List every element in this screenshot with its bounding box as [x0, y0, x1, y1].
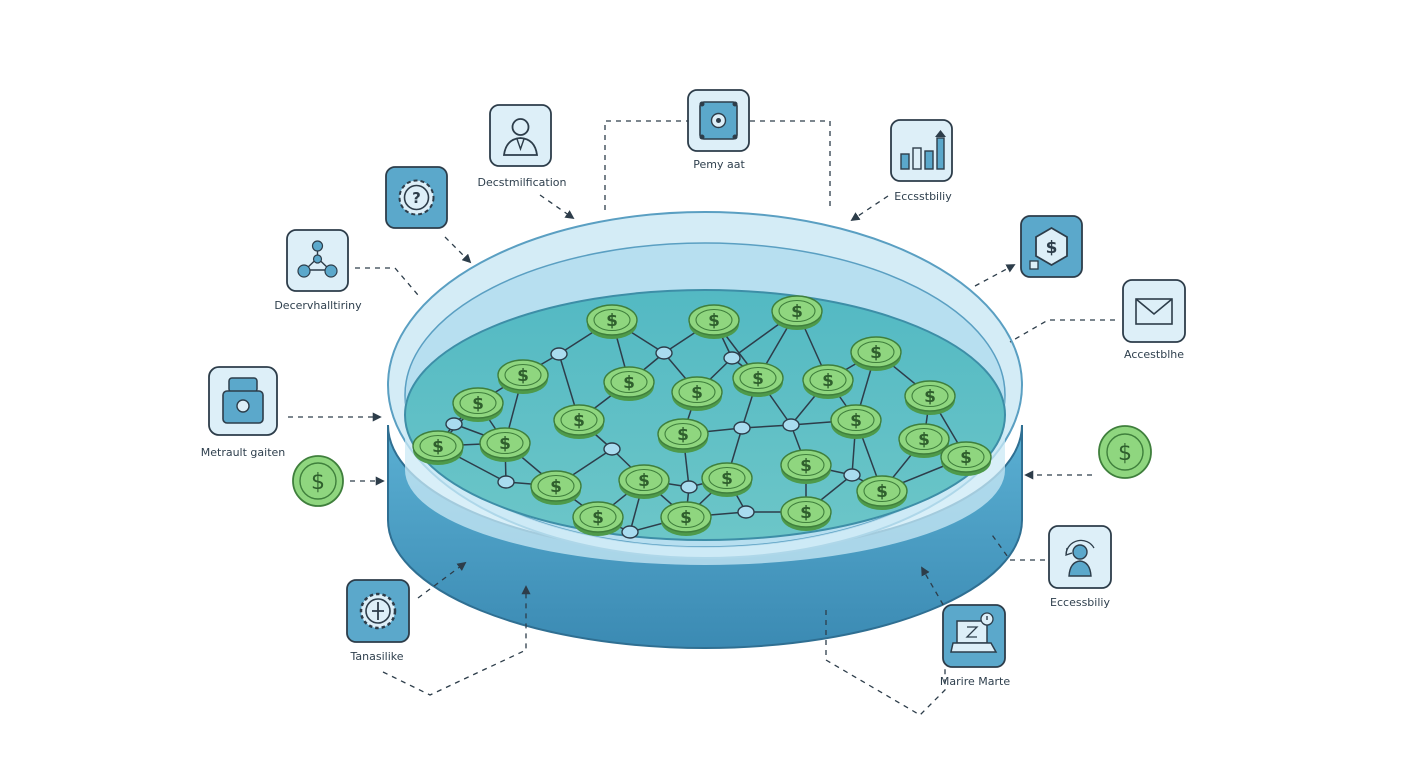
dollar-coin: [802, 364, 854, 400]
dollar-coin: [572, 501, 624, 537]
connector-gear-question: [444, 236, 472, 264]
label-accessibility-right: Accestblhe: [1123, 348, 1185, 361]
dollar-coin: [553, 404, 605, 440]
network-node: [843, 468, 861, 482]
dollar-coin-icon: $: [292, 455, 344, 507]
network-nodes: [445, 346, 861, 539]
dollar-coin: [657, 418, 709, 454]
dollar-coin: [452, 387, 504, 423]
bar-chart-icon: [890, 119, 953, 182]
network-node: [550, 347, 568, 361]
network-node: [723, 351, 741, 365]
svg-text:?: ?: [412, 189, 421, 207]
connector-bottom-right-loop: [825, 566, 946, 716]
dollar-coin: [904, 380, 956, 416]
dollar-coin: [701, 462, 753, 498]
connector-bar-chart: [850, 195, 889, 222]
label-decentralization-top: Decstmilfication: [477, 176, 567, 189]
label-privacy-top: Pemy aat: [693, 158, 745, 171]
label-metrics-left: Metrault gaiten: [200, 446, 286, 459]
network-node: [733, 421, 751, 435]
coin-network: [412, 295, 992, 539]
envelope-icon: [1122, 279, 1186, 343]
label-accessibility-top-right: Eccsstbiliy: [894, 190, 952, 203]
network-nodes-icon: [286, 229, 349, 292]
dollar-coin: [732, 362, 784, 398]
dollar-coin: [603, 366, 655, 402]
label-market-bottom-right: Marire Marte: [939, 675, 1011, 688]
dollar-coin: [688, 304, 740, 340]
connector-top-bracket: [604, 120, 831, 210]
network-node: [497, 475, 515, 489]
dollar-coin: [850, 336, 902, 372]
dollar-coin: [780, 496, 832, 532]
dollar-coin: [856, 475, 908, 511]
network-node: [445, 417, 463, 431]
dollar-coin: [586, 304, 638, 340]
network-node: [655, 346, 673, 360]
connector-user-cycle: [989, 531, 1045, 561]
chip-icon: [687, 89, 750, 152]
network-node: [621, 525, 639, 539]
connector-decentralization: [539, 194, 575, 220]
dollar-coin: [497, 359, 549, 395]
gear-icon: [346, 579, 410, 643]
dollar-coin: [530, 470, 582, 506]
dollar-coin-icon: $: [1098, 425, 1152, 479]
dollar-coin: [830, 404, 882, 440]
network-node: [680, 480, 698, 494]
connector-decentrality: [355, 267, 419, 296]
connector-envelope: [1009, 319, 1115, 343]
connector-dollar-shield: [974, 264, 1016, 287]
dollar-shield-icon: $: [1020, 215, 1083, 278]
dollar-coin: [771, 295, 823, 331]
dollar-coin: [671, 376, 723, 412]
person-icon: [489, 104, 552, 167]
label-decentrality-left: Decervhalltiriny: [274, 299, 362, 312]
network-node: [782, 418, 800, 432]
svg-text:$: $: [311, 470, 325, 495]
user-cycle-icon: [1048, 525, 1112, 589]
label-accessibility-lower-right: Eccessbiliy: [1050, 596, 1110, 609]
network-node: [603, 442, 621, 456]
dollar-coin: [940, 441, 992, 477]
network-node: [737, 505, 755, 519]
label-transaction-bottom-left: Tanasilike: [350, 650, 404, 663]
dollar-coin: [618, 464, 670, 500]
gear-question-icon: ?: [385, 166, 448, 229]
dollar-coin: [479, 427, 531, 463]
connectors: [288, 120, 1115, 716]
dollar-coin: [412, 430, 464, 466]
laptop-icon: [942, 604, 1006, 668]
svg-text:$: $: [1046, 238, 1058, 258]
dollar-coin: [660, 501, 712, 537]
lock-icon: [208, 366, 278, 436]
dollar-coin: [780, 449, 832, 485]
svg-text:$: $: [1118, 441, 1132, 466]
